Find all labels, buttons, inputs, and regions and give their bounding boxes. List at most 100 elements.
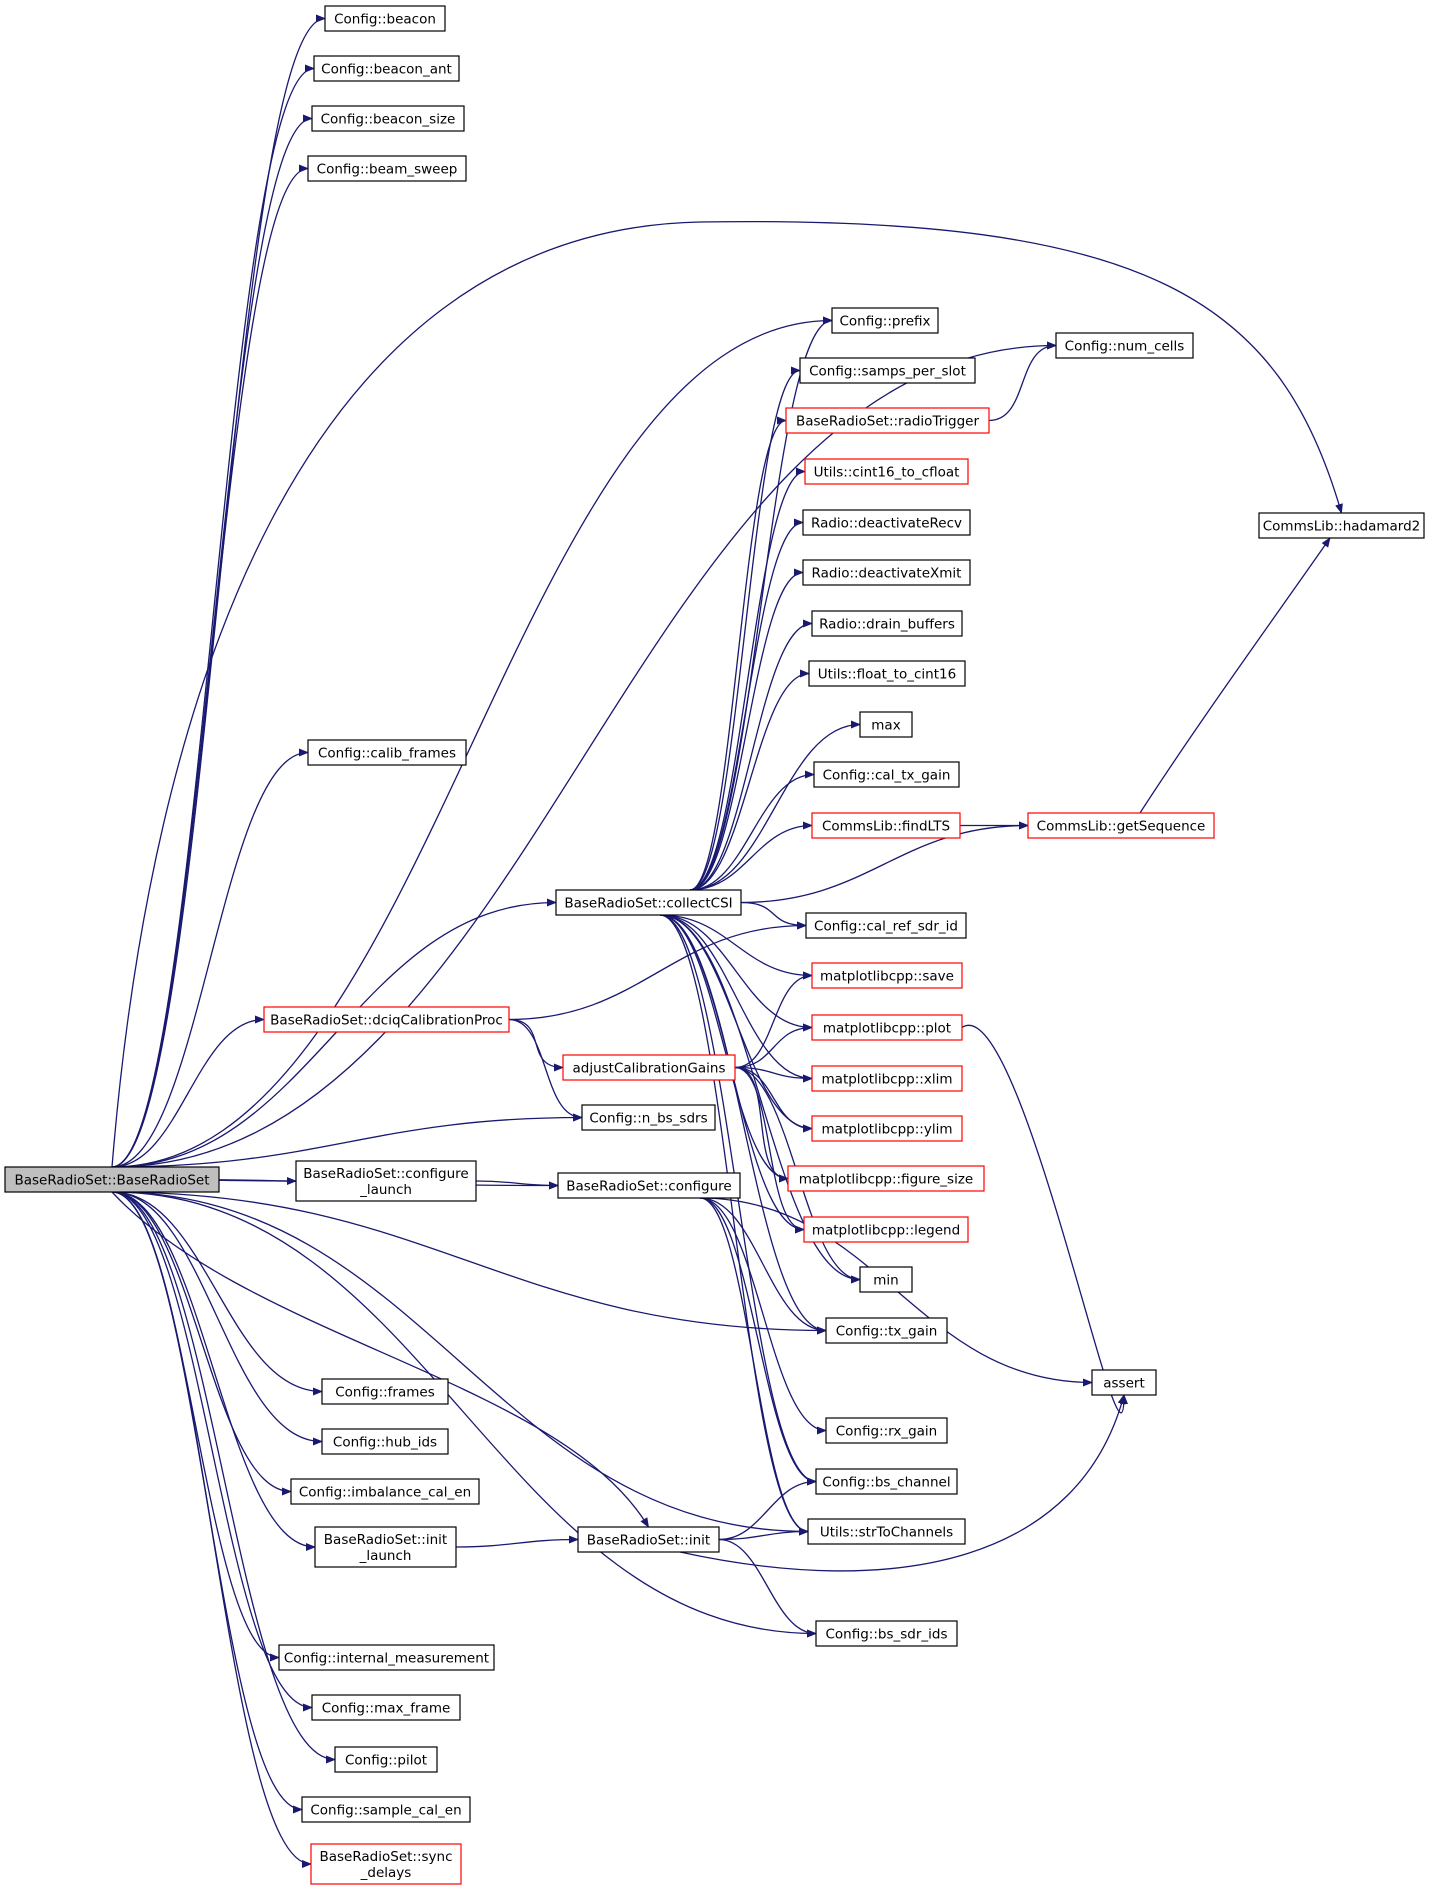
edge-init-to-strToChannels [718,1527,809,1541]
node-save[interactable]: matplotlibcpp::save [811,962,963,989]
node-bs_sdr_ids[interactable]: Config::bs_sdr_ids [815,1620,958,1647]
node-collectCSI[interactable]: BaseRadioSet::collectCSI [555,889,742,916]
edge-root-to-prefix [111,316,833,1168]
node-n_bs_sdrs[interactable]: Config::n_bs_sdrs [581,1104,716,1131]
node-frames[interactable]: Config::frames [321,1378,449,1405]
node-assert[interactable]: assert [1091,1369,1157,1396]
node-legend[interactable]: matplotlibcpp::legend [803,1216,969,1243]
node-box-legend [803,1216,969,1243]
node-label-assert-0: assert [1103,1376,1145,1392]
node-sync_delays[interactable]: BaseRadioSet::sync_delays [310,1843,462,1885]
node-strToChannels[interactable]: Utils::strToChannels [807,1518,966,1545]
node-cint16_to_cfloat[interactable]: Utils::cint16_to_cfloat [804,458,969,485]
node-adjustGains[interactable]: adjustCalibrationGains [562,1054,736,1081]
node-box-pilot [334,1746,438,1773]
node-num_cells[interactable]: Config::num_cells [1055,332,1194,359]
node-radioTrigger[interactable]: BaseRadioSet::radioTrigger [785,407,990,434]
node-label-num_cells-0: Config::num_cells [1065,339,1185,355]
node-label-cint16_to_cfloat-0: Utils::cint16_to_cfloat [814,465,960,481]
node-ylim[interactable]: matplotlibcpp::ylim [811,1115,963,1142]
node-rx_gain[interactable]: Config::rx_gain [825,1417,948,1444]
edge-collectCSI-to-plot [659,914,813,1032]
node-float_to_cint16[interactable]: Utils::float_to_cint16 [808,660,966,687]
node-label-collectCSI-0: BaseRadioSet::collectCSI [564,896,732,912]
node-init_launch[interactable]: BaseRadioSet::init_launch [314,1526,457,1568]
node-label-n_bs_sdrs-0: Config::n_bs_sdrs [589,1111,707,1127]
node-label-tx_gain-0: Config::tx_gain [836,1324,938,1340]
node-hadamard2[interactable]: CommsLib::hadamard2 [1258,512,1425,539]
node-max[interactable]: max [859,711,913,738]
node-label-dciq-0: BaseRadioSet::dciqCalibrationProc [270,1013,503,1029]
node-findLTS[interactable]: CommsLib::findLTS [811,812,961,839]
node-max_frame[interactable]: Config::max_frame [311,1694,461,1721]
node-label-internal_measurement-0: Config::internal_measurement [284,1651,489,1667]
node-box-init_launch [314,1526,457,1568]
node-box-strToChannels [807,1518,966,1545]
node-beacon_ant[interactable]: Config::beacon_ant [313,55,460,82]
node-samps_per_slot[interactable]: Config::samps_per_slot [799,357,976,384]
node-label-xlim-0: matplotlibcpp::xlim [822,1072,953,1088]
node-hub_ids[interactable]: Config::hub_ids [321,1428,449,1455]
node-deactivateXmit[interactable]: Radio::deactivateXmit [802,559,971,586]
node-internal_measurement[interactable]: Config::internal_measurement [278,1644,495,1671]
node-tx_gain[interactable]: Config::tx_gain [825,1317,948,1344]
node-bs_channel[interactable]: Config::bs_channel [815,1468,958,1495]
edge-collectCSI-to-tx_gain [659,914,827,1335]
node-cal_tx_gain[interactable]: Config::cal_tx_gain [813,761,960,788]
edge-adjustGains-to-plot [734,1023,813,1069]
edge-root-to-tx_gain [111,1191,827,1335]
node-drain_buffers[interactable]: Radio::drain_buffers [811,610,963,637]
node-box-ylim [811,1115,963,1142]
node-label-prefix-0: Config::prefix [839,314,930,330]
node-label-imbalance_cal_en-0: Config::imbalance_cal_en [299,1485,471,1501]
edge-root-to-frames [111,1191,323,1396]
node-box-bs_channel [815,1468,958,1495]
node-getSequence[interactable]: CommsLib::getSequence [1027,812,1215,839]
node-sample_cal_en[interactable]: Config::sample_cal_en [301,1796,471,1823]
edge-root-to-sync_delays [111,1191,312,1868]
node-calib_frames[interactable]: Config::calib_frames [307,739,467,766]
edge-root-to-pilot [111,1191,336,1764]
node-beacon_size[interactable]: Config::beacon_size [311,105,465,132]
node-prefix[interactable]: Config::prefix [831,307,939,334]
node-label-hadamard2-0: CommsLib::hadamard2 [1263,519,1421,535]
node-box-radioTrigger [785,407,990,434]
node-figure_size[interactable]: matplotlibcpp::figure_size [787,1165,985,1192]
node-beam_sweep[interactable]: Config::beam_sweep [307,155,467,182]
node-box-hadamard2 [1258,512,1425,539]
node-box-sync_delays [310,1843,462,1885]
node-label-cal_tx_gain-0: Config::cal_tx_gain [823,768,951,784]
node-init[interactable]: BaseRadioSet::init [577,1526,720,1553]
node-label-init_launch-1: _launch [359,1548,412,1564]
node-min[interactable]: min [859,1266,913,1293]
node-xlim[interactable]: matplotlibcpp::xlim [811,1065,963,1092]
node-root[interactable]: BaseRadioSet::BaseRadioSet [4,1166,220,1193]
node-box-prefix [831,307,939,334]
node-box-sample_cal_en [301,1796,471,1823]
edge-collectCSI-to-prefix [689,316,833,891]
node-label-plot-0: matplotlibcpp::plot [823,1021,951,1037]
node-cal_ref_sdr_id[interactable]: Config::cal_ref_sdr_id [805,912,967,939]
edge-plot-to-assert [961,1024,1128,1414]
node-box-min [859,1266,913,1293]
node-label-min-0: min [873,1273,898,1289]
node-pilot[interactable]: Config::pilot [334,1746,438,1773]
node-imbalance_cal_en[interactable]: Config::imbalance_cal_en [290,1478,480,1505]
node-box-save [811,962,963,989]
node-configure_launch[interactable]: BaseRadioSet::configure_launch [295,1160,477,1202]
node-label-hub_ids-0: Config::hub_ids [333,1435,437,1451]
node-dciq[interactable]: BaseRadioSet::dciqCalibrationProc [263,1006,510,1033]
node-plot[interactable]: matplotlibcpp::plot [811,1014,963,1041]
node-box-getSequence [1027,812,1215,839]
node-configure[interactable]: BaseRadioSet::configure [557,1172,741,1199]
edge-root-to-hadamard2 [111,220,1343,1168]
edge-adjustGains-to-save [734,971,813,1069]
edge-root-to-collectCSI [111,898,557,1168]
node-beacon[interactable]: Config::beacon [324,5,446,32]
node-box-cint16_to_cfloat [804,458,969,485]
edge-collectCSI-to-strToChannels [659,914,809,1536]
node-label-calib_frames-0: Config::calib_frames [318,746,456,762]
node-deactivateRecv[interactable]: Radio::deactivateRecv [802,509,971,536]
edge-collectCSI-to-cal_ref_sdr_id [740,901,807,930]
